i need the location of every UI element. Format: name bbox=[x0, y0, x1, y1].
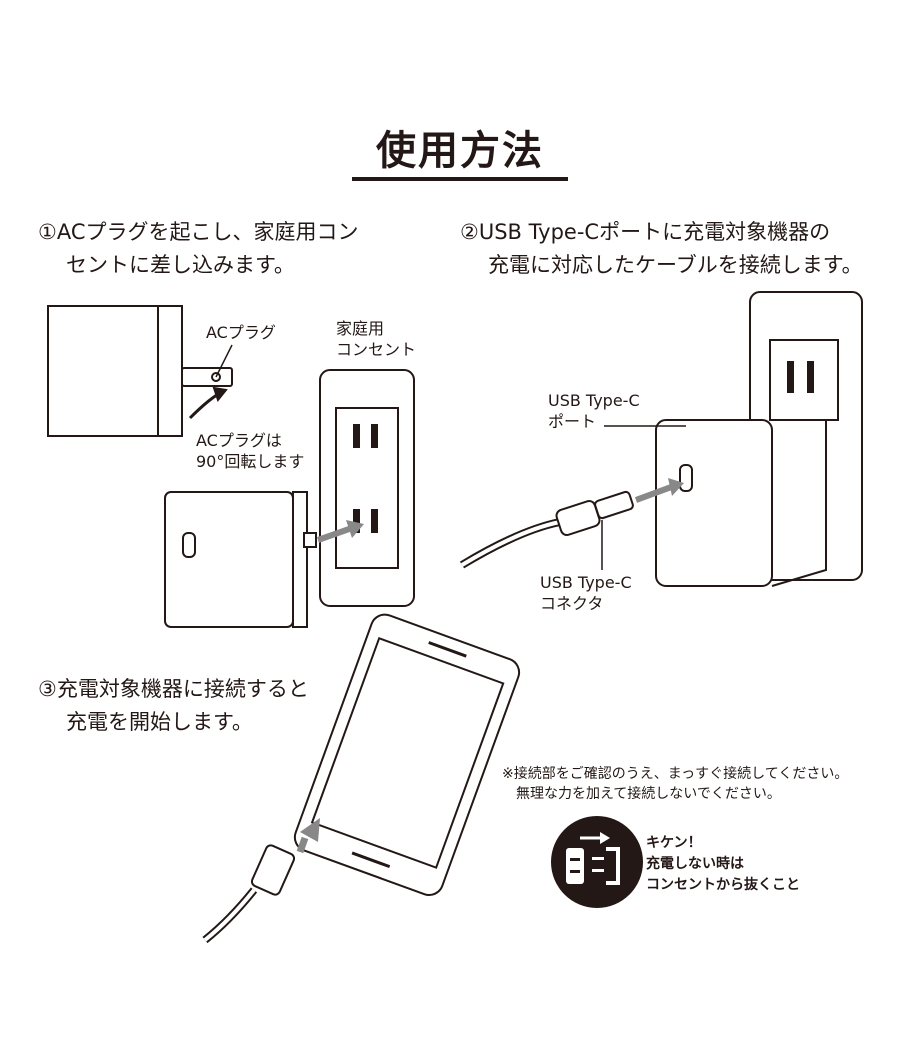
usb-port-label-line-2: ポート bbox=[548, 412, 597, 431]
usb-port-label-line-1: USB Type-C bbox=[548, 391, 640, 410]
step-2-line-2: 充電に対応したケーブルを接続します。 bbox=[488, 253, 863, 277]
adapter-upright-illustration bbox=[164, 491, 317, 628]
smartphone-illustration bbox=[293, 613, 521, 897]
wall-outlet-with-adapter-illustration bbox=[604, 291, 863, 587]
step-2-line-1: ②USB Type-Cポートに充電対象機器の bbox=[460, 220, 831, 244]
usb-connector-label-line-2: コネクタ bbox=[540, 594, 604, 613]
adapter-folded-illustration bbox=[47, 305, 233, 437]
caution-note-line-1: ※接続部をご確認のうえ、まっすぐ接続してください。 bbox=[502, 766, 849, 782]
usb-connector-label-line-1: USB Type-C bbox=[540, 573, 632, 592]
step-3-line-2: 充電を開始します。 bbox=[66, 710, 253, 734]
title-underline bbox=[352, 177, 568, 181]
usb-c-cable-illustration bbox=[459, 490, 634, 570]
step-1-line-1: ①ACプラグを起こし、家庭用コン bbox=[38, 220, 359, 244]
outlet-illustration bbox=[317, 369, 415, 607]
ac-plug-label: ACプラグ bbox=[206, 323, 276, 342]
step-1-instruction: ①ACプラグを起こし、家庭用コン セントに差し込みます。 bbox=[38, 216, 359, 282]
outlet-label-line-2: コンセント bbox=[336, 340, 417, 359]
usb-connector-label: USB Type-C コネクタ bbox=[540, 572, 632, 614]
unplug-warning-text: キケン！ 充電しない時は コンセントから抜くこと bbox=[646, 833, 800, 896]
caution-note: ※接続部をご確認のうえ、まっすぐ接続してください。 無理な力を加えて接続しないで… bbox=[502, 764, 848, 804]
warning-line-3: コンセントから抜くこと bbox=[646, 877, 800, 893]
warning-line-1: キケン！ bbox=[646, 835, 702, 851]
step-2-instruction: ②USB Type-Cポートに充電対象機器の 充電に対応したケーブルを接続します… bbox=[460, 216, 863, 282]
warning-line-2: 充電しない時は bbox=[646, 856, 744, 872]
rotate-label: ACプラグは 90°回転します bbox=[196, 430, 304, 472]
rotate-label-line-1: ACプラグは bbox=[196, 431, 282, 450]
page-title: 使用方法 bbox=[376, 128, 544, 174]
rotate-label-line-2: 90°回転します bbox=[196, 452, 305, 471]
step-3-instruction: ③充電対象機器に接続すると 充電を開始します。 bbox=[38, 673, 309, 739]
unplug-warning-icon bbox=[551, 816, 643, 908]
caution-note-line-2: 無理な力を加えて接続しないでください。 bbox=[516, 786, 781, 802]
outlet-label-line-1: 家庭用 bbox=[336, 319, 385, 338]
outlet-label: 家庭用 コンセント bbox=[336, 318, 416, 360]
step-1-line-2: セントに差し込みます。 bbox=[66, 253, 295, 277]
phone-cable-illustration bbox=[202, 818, 320, 944]
step-3-line-1: ③充電対象機器に接続すると bbox=[38, 677, 309, 701]
usb-port-label: USB Type-C ポート bbox=[548, 390, 640, 432]
